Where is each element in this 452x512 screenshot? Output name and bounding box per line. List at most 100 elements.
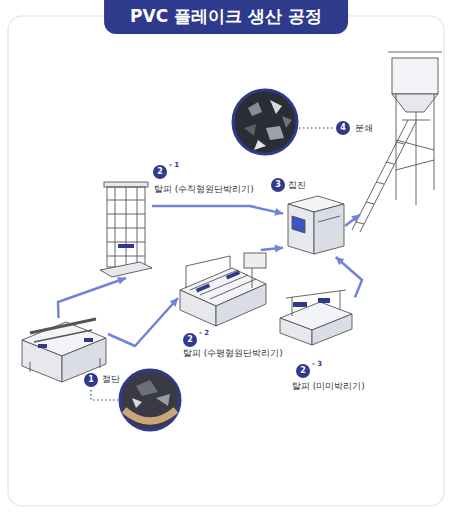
step-label: 분쇄	[354, 122, 374, 134]
text-holder: 분쇄	[354, 122, 374, 134]
text-holder: - 2	[199, 329, 209, 338]
flow-arrow	[345, 215, 360, 227]
horizontal-stripper	[180, 290, 216, 326]
cutter-machine	[100, 358, 101, 368]
horizontal-stripper	[244, 253, 266, 268]
horizontal-stripper	[230, 256, 231, 268]
flake-photo	[233, 90, 297, 154]
step-badge: 2	[153, 165, 167, 179]
dust-collector	[288, 204, 314, 254]
horizontal-stripper	[186, 256, 230, 266]
crusher-machine	[392, 94, 438, 112]
vertical-stripper	[137, 187, 138, 267]
text-holder: 3	[271, 178, 285, 192]
process-step: 2- 2탈피 (수평형원단박리기)	[178, 250, 270, 330]
step-label: 탈피 (수직형원단박리기)	[153, 183, 255, 195]
vertical-stripper	[104, 182, 148, 187]
arrow-head	[274, 208, 283, 216]
vertical-stripper	[115, 187, 116, 267]
cutter-machine	[62, 338, 106, 382]
crusher-machine	[366, 202, 374, 204]
step-badge: 2	[183, 333, 197, 347]
step-label: 탈피 (미미박리기)	[291, 380, 366, 392]
fabric-photo	[124, 410, 176, 421]
text-holder: 2	[183, 333, 197, 347]
crusher-machine	[416, 112, 417, 205]
horizontal-stripper	[196, 283, 210, 292]
fabric-photo	[132, 398, 142, 408]
vertical-stripper	[107, 187, 145, 267]
mimi-stripper	[286, 290, 346, 298]
flake-photo	[244, 124, 256, 136]
crusher-machine	[360, 122, 416, 232]
vertical-stripper	[107, 200, 145, 201]
vertical-stripper	[107, 256, 145, 257]
crusher-machine	[376, 182, 384, 184]
flake-photo	[270, 100, 282, 114]
step-label: 절단	[101, 373, 121, 385]
leader-line	[91, 390, 118, 400]
cutter-machine	[38, 344, 47, 348]
step-label: 탈피 (수평형원단박리기)	[182, 347, 284, 359]
dust-collector	[292, 216, 305, 233]
crusher-machine	[386, 162, 394, 164]
process-step: 3집진	[283, 195, 345, 257]
horizontal-stripper	[226, 270, 240, 279]
step-badge: 1	[84, 373, 98, 387]
text-holder: - 3	[312, 360, 322, 369]
panel	[8, 16, 444, 506]
mimi-stripper	[340, 291, 341, 310]
text-holder: - 1	[169, 161, 179, 170]
leader-line	[299, 127, 333, 128]
flake-photo	[248, 102, 262, 116]
dust-collector	[318, 216, 340, 222]
text-holder: 1	[84, 373, 98, 387]
crusher-machine	[402, 120, 430, 121]
crusher-machine	[396, 160, 434, 170]
text-holder: 2	[296, 364, 310, 378]
horizontal-stripper	[186, 266, 187, 288]
crusher-machine	[396, 94, 397, 200]
step-label: 집진	[287, 179, 307, 191]
horizontal-stripper	[210, 279, 256, 299]
text-holder: 4	[336, 121, 350, 135]
step-suffix: - 2	[199, 329, 209, 338]
horizontal-stripper	[180, 253, 266, 326]
mimi-stripper	[280, 318, 312, 345]
flake-photo	[266, 126, 284, 140]
horizontal-stripper	[216, 284, 266, 326]
flow-arrow	[152, 206, 283, 214]
crusher-machine	[396, 140, 434, 150]
vertical-stripper	[118, 244, 134, 248]
cutter-machine	[84, 338, 93, 342]
title-banner: PVC 플레이크 생산 공정	[104, 0, 348, 34]
flow-arrow	[58, 278, 126, 318]
crusher-machine	[356, 222, 364, 224]
dust-collector	[288, 196, 344, 254]
flake-photo	[233, 90, 297, 154]
step-badge: 4	[336, 121, 350, 135]
process-step: 4분쇄	[360, 48, 444, 233]
mimi-stripper	[292, 297, 293, 316]
horizontal-stripper	[190, 270, 238, 290]
horizontal-stripper	[252, 268, 253, 288]
vertical-stripper	[126, 187, 127, 267]
crusher-machine	[434, 94, 435, 190]
process-step: 2- 3탈피 (미미박리기)	[275, 285, 355, 347]
crusher-machine	[396, 142, 404, 144]
crusher-machine	[352, 52, 442, 232]
mimi-stripper	[280, 290, 352, 345]
step-badge: 3	[271, 178, 285, 192]
process-step: 1절단	[18, 318, 108, 382]
vertical-stripper	[107, 242, 145, 243]
text-holder: 탈피 (수직형원단박리기)	[153, 183, 255, 195]
mimi-stripper	[293, 302, 307, 307]
arrow-head	[117, 277, 126, 285]
vertical-stripper	[100, 182, 152, 277]
arrow-head	[351, 215, 360, 223]
cutter-machine	[30, 362, 31, 372]
cutter-machine	[22, 340, 62, 382]
